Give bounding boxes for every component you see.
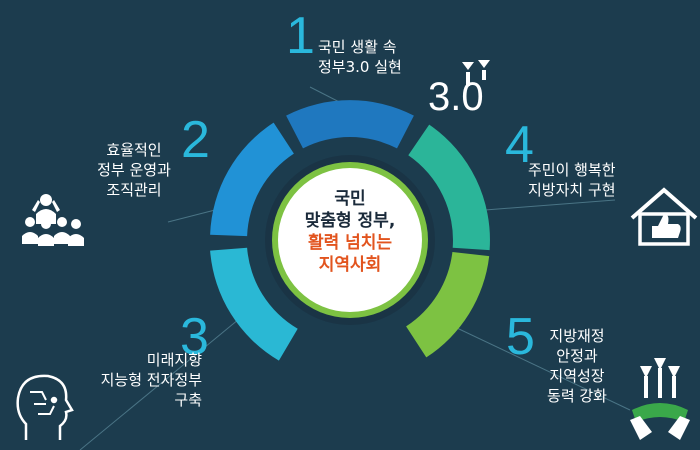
center-line-4: 지역사회	[318, 255, 382, 275]
item-3-line-3: 구축	[174, 391, 202, 409]
segment-5	[406, 252, 490, 358]
center-disc	[278, 168, 422, 312]
item-5-line-3: 지역성장	[549, 367, 605, 385]
team-icon	[22, 194, 84, 246]
leader-line-4	[484, 199, 616, 211]
item-2-line-1: 효율적인	[106, 141, 162, 159]
3.0-icon-text: 3.0	[428, 75, 484, 119]
item-4-label: 주민이 행복한 지방자치 구현	[528, 160, 616, 200]
growth-hands-icon	[630, 358, 690, 440]
item-1-number: 1	[286, 7, 315, 65]
item-3-label: 미래지향 지능형 전자정부 구축	[72, 350, 202, 410]
segment-3	[210, 247, 298, 361]
item-2-line-3: 조직관리	[106, 181, 162, 199]
center-title: 국민 맞춤형 정부, 활력 넘치는 지역사회	[280, 188, 420, 276]
center-line-3: 활력 넘치는	[307, 233, 393, 253]
item-5-line-2: 안정과	[556, 347, 598, 365]
item-5-line-4: 동력 강화	[547, 387, 607, 405]
item-3-number: 3	[180, 308, 209, 366]
item-2-label: 효율적인 정부 운영과 조직관리	[94, 140, 174, 200]
center-line-1: 국민	[334, 189, 366, 209]
item-5-label: 지방재정 안정과 지역성장 동력 강화	[530, 326, 624, 406]
center-line-2: 맞춤형 정부,	[304, 211, 396, 231]
leader-line-3	[79, 309, 251, 450]
item-4-line-2: 지방자치 구현	[528, 181, 616, 199]
item-3-line-2: 지능형 전자정부	[100, 371, 202, 389]
segment-1	[286, 100, 414, 149]
segment-4	[408, 124, 490, 251]
leader-line-2	[167, 209, 216, 223]
3.0-icon: 3.0	[428, 60, 490, 119]
item-5-line-1: 지방재정	[549, 327, 605, 345]
item-3-line-1: 미래지향	[146, 351, 202, 369]
item-4-line-1: 주민이 행복한	[528, 161, 616, 179]
item-2-line-2: 정부 운영과	[97, 161, 171, 179]
item-5-number: 5	[506, 308, 535, 366]
item-1-label: 국민 생활 속 정부3.0 실현	[318, 37, 402, 77]
item-1-line-2: 정부3.0 실현	[318, 58, 402, 76]
item-4-number: 4	[505, 116, 534, 174]
segment-2	[210, 122, 294, 237]
leader-line-5	[439, 319, 631, 411]
item-1-line-1: 국민 생활 속	[318, 38, 397, 56]
house-thumbs-up-icon	[630, 187, 698, 246]
brain-head-icon	[16, 374, 74, 440]
item-2-number: 2	[181, 111, 210, 169]
